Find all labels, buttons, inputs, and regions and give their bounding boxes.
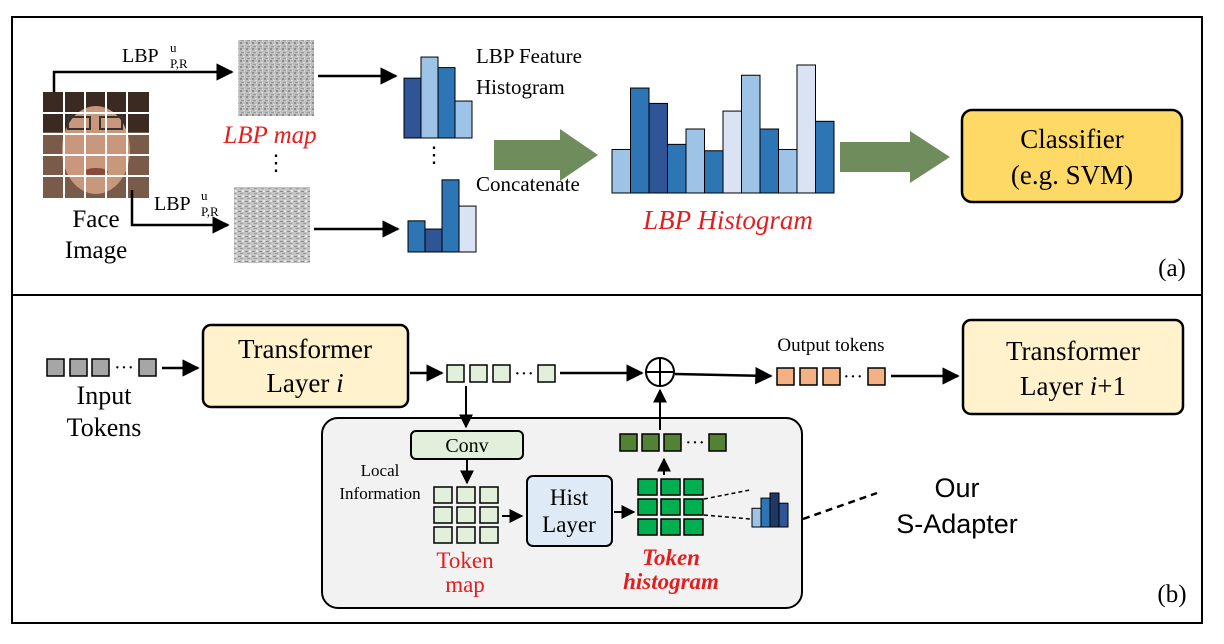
mini-hist-bar-2: [760, 497, 771, 528]
token-histogram-line2: histogram: [623, 569, 719, 594]
lbp-hist-bar-7: [722, 110, 742, 194]
mini-hist-bar-3: [769, 492, 780, 528]
svg-text:LBP: LBP: [122, 45, 159, 67]
lbp-operator-bottom: LBP u P,R: [154, 188, 219, 219]
conv-label: Conv: [445, 435, 488, 457]
lbp-hist-bar-3: [648, 102, 668, 194]
adapter-tokens-ellipsis: ···: [685, 432, 705, 454]
concatenate-label: Concatenate: [476, 172, 580, 196]
hist-layer-line1: Hist: [550, 485, 589, 510]
feature-hist-vdots: ⋮: [423, 142, 445, 167]
adapter-output-tokens: [619, 433, 727, 452]
addition-node: [645, 357, 675, 387]
lbp-hist-bar-5: [685, 128, 705, 194]
our-label-line1: Our: [934, 473, 979, 503]
classifier-line2: (e.g. SVM): [1011, 160, 1133, 190]
lbp-histogram-label: LBP Histogram: [642, 205, 813, 235]
lbp-hist-bar-1: [611, 148, 631, 194]
token-map-line1: Token: [436, 548, 494, 573]
lbp-hist-bar-6: [704, 150, 724, 194]
feature-hist-bottom-bar-3: [441, 179, 460, 253]
transformer-layer-i-line2: Layer i: [266, 368, 343, 398]
token-histogram-grid: [637, 478, 704, 536]
lbp-hist-bar-9: [759, 128, 779, 194]
mini-histogram: [751, 492, 789, 528]
lbp-operator-top: LBP u P,R: [122, 40, 188, 71]
output-tokens: [776, 367, 886, 386]
lbp-hist-bar-12: [815, 120, 835, 194]
classifier-box: [960, 108, 1184, 204]
feature-hist-bottom-bar-1: [407, 220, 426, 253]
intermediate-tokens-ellipsis: ···: [514, 363, 534, 385]
token-histogram-line1: Token: [642, 545, 700, 570]
panel-a-tag: (a): [1158, 255, 1186, 282]
input-tokens-ellipsis: ···: [114, 357, 134, 379]
panel-b-tag: (b): [1157, 581, 1186, 608]
classifier-line1: Classifier: [1020, 124, 1123, 154]
plus-to-output-arrow: [674, 366, 773, 385]
face-to-map-top-arrow: [52, 63, 234, 92]
feature-hist-label-line2: Histogram: [476, 75, 565, 99]
lbp-histogram-chart: [611, 64, 835, 194]
svg-text:u: u: [201, 188, 208, 203]
lbp-hist-bar-8: [741, 74, 761, 194]
lbp-map-vdots: ⋮: [265, 150, 287, 175]
local-info-line1: Local: [361, 461, 400, 480]
lbp-hist-bar-4: [667, 143, 687, 194]
face-label-line2: Image: [65, 237, 127, 264]
svg-text:P,R: P,R: [170, 56, 188, 71]
mini-hist-bar-4: [778, 502, 789, 528]
zoom-line-bottom: [703, 514, 751, 520]
face-image: [43, 92, 149, 198]
lbp-map-image-top: [238, 40, 314, 116]
intermediate-tokens: [446, 364, 556, 383]
transformer-layer-i1-line2: Layer i+1: [1020, 371, 1126, 401]
feature-hist-top-bar-4: [454, 100, 473, 139]
panel-b-frame: [11, 294, 1203, 624]
lbp-hist-bar-11: [796, 64, 816, 194]
classifier-arrow: [840, 131, 950, 183]
hist-layer-box: [526, 475, 613, 547]
face-to-map-bottom-arrow: [130, 190, 230, 234]
svg-text:u: u: [170, 40, 177, 55]
input-tokens-label-line1: Input: [77, 381, 133, 410]
lbp-feature-histogram-top: [403, 56, 473, 139]
output-tokens-label: Output tokens: [777, 335, 884, 356]
feature-hist-top-bar-2: [420, 56, 439, 139]
lbp-feature-histogram-bottom: [407, 179, 477, 253]
mini-hist-bar-1: [751, 507, 762, 528]
transformer-layer-i1-line1: Transformer: [1006, 336, 1140, 366]
token-map-grid: [433, 486, 499, 544]
our-label-line2: S-Adapter: [896, 509, 1018, 539]
output-tokens-ellipsis: ···: [843, 366, 863, 388]
transformer-layer-i-box: [201, 323, 410, 409]
feature-hist-bottom-bar-4: [458, 205, 477, 253]
svg-text:LBP: LBP: [154, 193, 191, 215]
feature-hist-bottom-bar-2: [424, 228, 443, 253]
feature-hist-top-bar-3: [437, 67, 456, 139]
svg-text:P,R: P,R: [201, 204, 219, 219]
token-map-line2: map: [445, 572, 485, 597]
lbp-hist-bar-10: [778, 148, 798, 194]
input-tokens: [46, 358, 157, 377]
face-label-line1: Face: [72, 206, 119, 233]
feature-hist-label-line1: LBP Feature: [476, 44, 582, 68]
transformer-layer-i1-box: [961, 318, 1185, 416]
hist-layer-line2: Layer: [542, 512, 596, 537]
s-adapter-pointer-line: [802, 491, 878, 521]
lbp-map-image-bottom: [234, 187, 310, 263]
concatenate-arrow: [494, 129, 598, 181]
feature-hist-top-bar-1: [403, 77, 422, 139]
conv-box: [410, 430, 524, 460]
lbp-map-label: LBP map: [222, 122, 316, 149]
transformer-layer-i-line1: Transformer: [238, 334, 372, 364]
local-info-line2: Information: [339, 484, 421, 503]
lbp-hist-bar-2: [630, 87, 650, 194]
zoom-line-top: [703, 489, 751, 500]
input-tokens-label-line2: Tokens: [67, 413, 142, 442]
